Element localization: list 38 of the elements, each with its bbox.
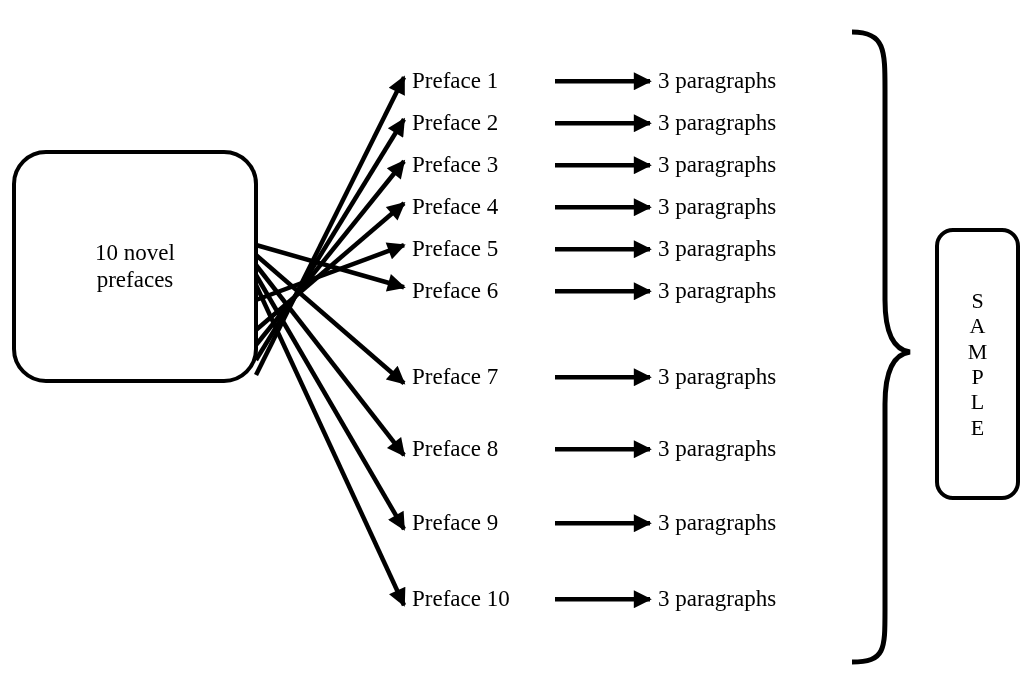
preface-label: Preface 8: [412, 436, 499, 463]
arrow: [255, 242, 406, 303]
result-box: [935, 228, 1020, 500]
preface-label: Preface 4: [412, 194, 499, 221]
preface-label: Preface 2: [412, 110, 499, 137]
arrow: [555, 72, 652, 91]
result-label: SAMPLE: [966, 288, 989, 440]
paragraph-count-label: 3 paragraphs: [658, 68, 777, 95]
arrow: [255, 242, 406, 292]
arrow: [254, 117, 406, 362]
arrow: [254, 75, 406, 376]
paragraph-count-label: 3 paragraphs: [658, 110, 777, 137]
arrow: [555, 240, 652, 259]
box-label: 10 novel prefaces: [94, 240, 176, 293]
preface-label: Preface 10: [412, 586, 510, 613]
preface-label: Preface 6: [412, 278, 499, 305]
paragraph-count-label: 3 paragraphs: [658, 278, 777, 305]
arrow: [555, 282, 652, 301]
source-box: [12, 150, 258, 383]
preface-label: Preface 1: [412, 68, 499, 95]
arrow: [555, 156, 652, 175]
preface-label: Preface 5: [412, 236, 499, 263]
preface-label: Preface 7: [412, 364, 499, 391]
preface-label: Preface 9: [412, 510, 499, 537]
paragraph-count-label: 3 paragraphs: [658, 364, 777, 391]
paragraph-count-label: 3 paragraphs: [658, 194, 777, 221]
arrow: [555, 198, 652, 217]
paragraph-count-label: 3 paragraphs: [658, 152, 777, 179]
preface-label: Preface 3: [412, 152, 499, 179]
arrow: [555, 590, 652, 609]
arrow: [555, 114, 652, 133]
paragraph-count-label: 3 paragraphs: [658, 586, 777, 613]
paragraph-count-label: 3 paragraphs: [658, 510, 777, 537]
paragraph-count-label: 3 paragraphs: [658, 436, 777, 463]
arrow: [555, 440, 652, 459]
arrow: [555, 514, 652, 533]
arrow: [555, 368, 652, 387]
paragraph-count-label: 3 paragraphs: [658, 236, 777, 263]
